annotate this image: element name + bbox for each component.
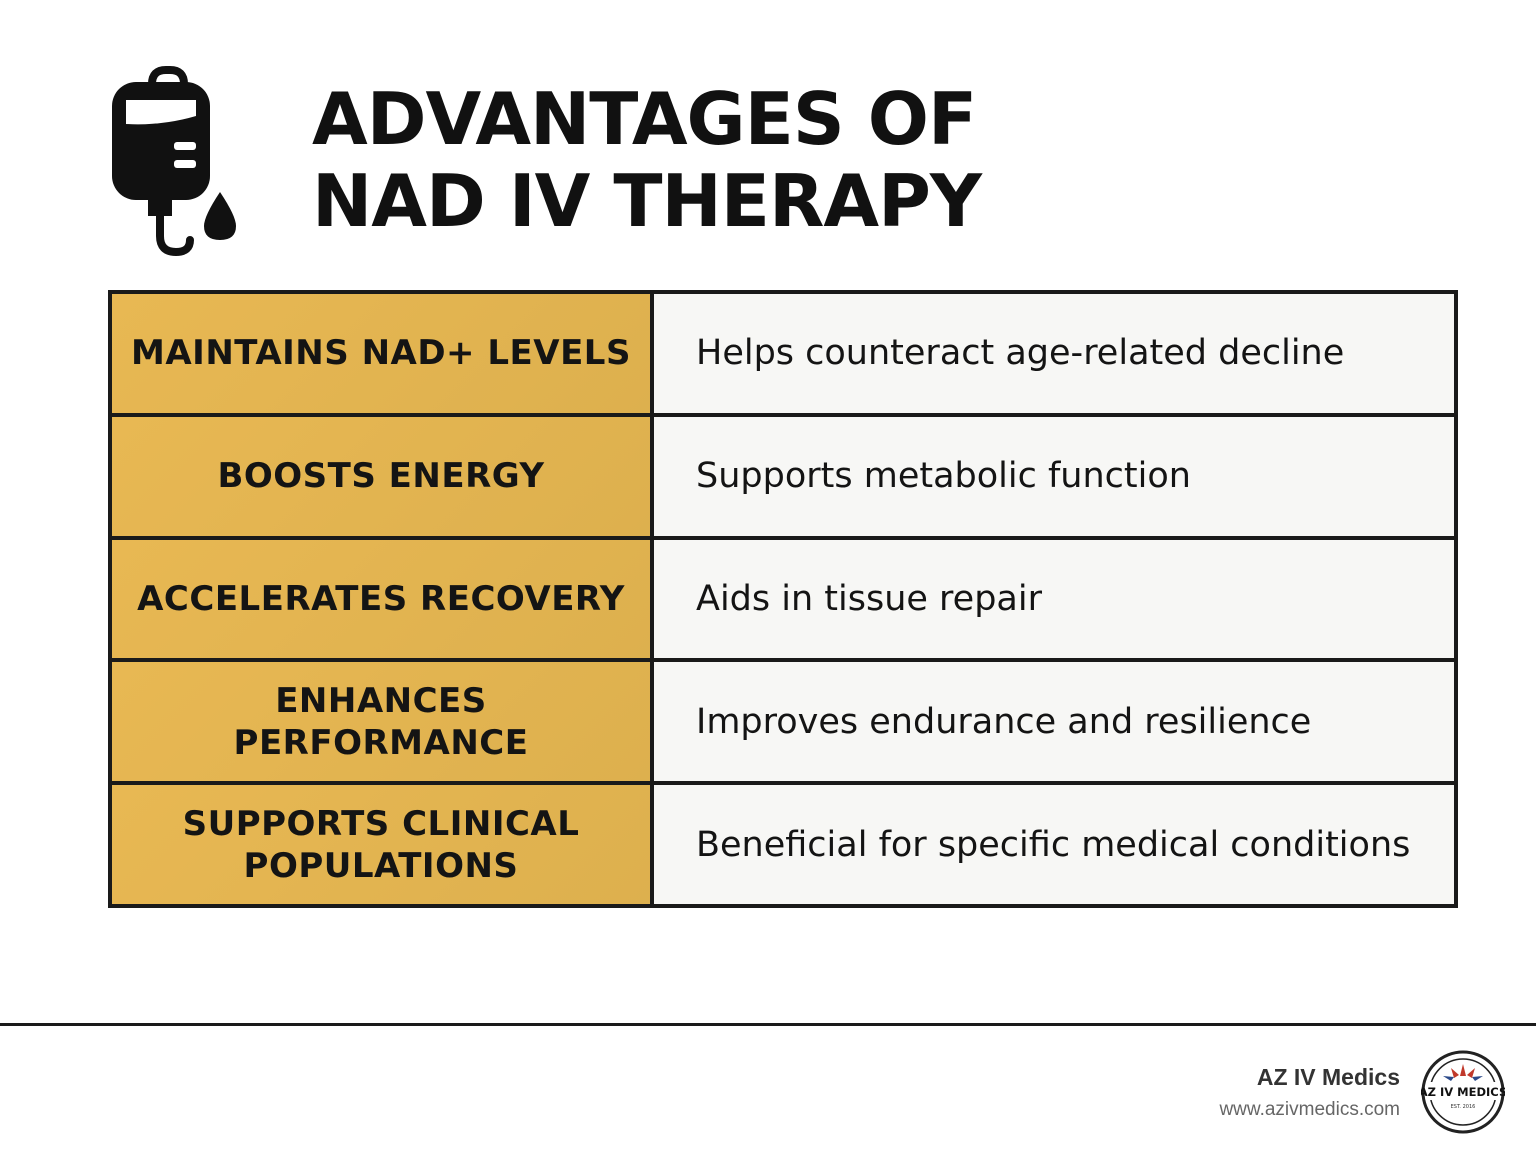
benefit-label-line-1: SUPPORTS CLINICAL: [182, 803, 580, 844]
benefit-label: SUPPORTS CLINICAL POPULATIONS: [183, 803, 580, 887]
footer-divider: [0, 1023, 1536, 1026]
description-cell: Supports metabolic function: [654, 416, 1454, 536]
logo-est: EST. 2016: [1451, 1104, 1476, 1110]
description-cell: Helps counteract age-related decline: [654, 294, 1454, 413]
table-row: BOOSTS ENERGY Supports metabolic functio…: [112, 412, 1454, 536]
table-row: ENHANCES PERFORMANCE Improves endurance …: [112, 658, 1454, 782]
iv-bag-icon: [104, 64, 244, 260]
benefit-label: ACCELERATES RECOVERY: [137, 578, 625, 619]
description-cell: Improves endurance and resilience: [654, 662, 1454, 782]
benefit-description: Helps counteract age-related decline: [696, 333, 1345, 374]
table-row: ACCELERATES RECOVERY Aids in tissue repa…: [112, 535, 1454, 659]
advantages-table: MAINTAINS NAD+ LEVELS Helps counteract a…: [108, 290, 1458, 908]
benefit-label: MAINTAINS NAD+ LEVELS: [131, 333, 631, 374]
description-cell: Aids in tissue repair: [654, 539, 1454, 659]
benefit-description: Beneficial for specific medical conditio…: [696, 824, 1411, 865]
benefit-description: Supports metabolic function: [696, 456, 1191, 497]
benefit-cell: MAINTAINS NAD+ LEVELS: [112, 294, 654, 413]
benefit-label: ENHANCES PERFORMANCE: [234, 680, 529, 764]
logo-text: AZ IV MEDICS: [1421, 1085, 1505, 1099]
table-row: MAINTAINS NAD+ LEVELS Helps counteract a…: [112, 294, 1454, 413]
title-line-1: ADVANTAGES OF: [312, 77, 977, 161]
table-row: SUPPORTS CLINICAL POPULATIONS Beneficial…: [112, 781, 1454, 904]
description-cell: Beneficial for specific medical conditio…: [654, 785, 1454, 904]
benefit-label: BOOSTS ENERGY: [217, 456, 545, 497]
brand-logo: AZ IV MEDICS EST. 2016: [1419, 1050, 1507, 1134]
benefit-cell: BOOSTS ENERGY: [112, 416, 654, 536]
brand-url[interactable]: www.azivmedics.com: [1219, 1099, 1400, 1120]
brand-name: AZ IV Medics: [1256, 1064, 1400, 1090]
benefit-label-line-2: POPULATIONS: [243, 845, 519, 886]
benefit-cell: ACCELERATES RECOVERY: [112, 539, 654, 659]
benefit-label-line-2: PERFORMANCE: [233, 722, 529, 763]
title-line-2: NAD IV THERAPY: [312, 159, 982, 243]
page-title: ADVANTAGES OF NAD IV THERAPY: [312, 77, 982, 243]
benefit-description: Aids in tissue repair: [696, 578, 1042, 619]
benefit-cell: SUPPORTS CLINICAL POPULATIONS: [112, 785, 654, 904]
benefit-cell: ENHANCES PERFORMANCE: [112, 662, 654, 782]
benefit-label-line-1: ENHANCES: [275, 680, 487, 721]
benefit-description: Improves endurance and resilience: [696, 701, 1312, 742]
